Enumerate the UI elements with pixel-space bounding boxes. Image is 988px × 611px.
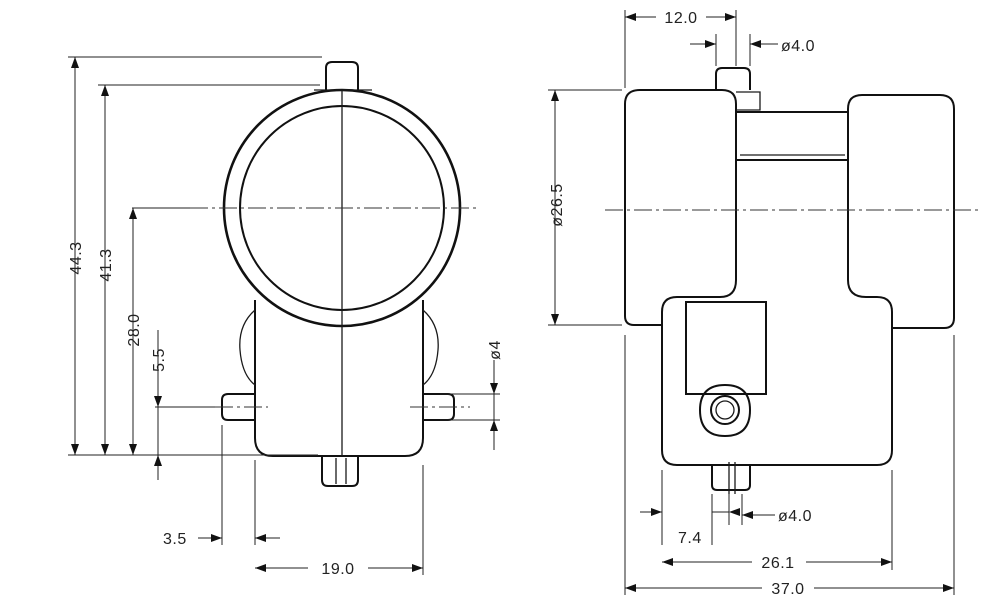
front-top-pin [325,61,359,90]
dim-top-pin-diameter: ø4.0 [781,38,815,55]
dim-body-width: 19.0 [321,561,354,578]
dim-bottom-pin-diameter: ø4.0 [778,508,812,525]
dim-height-ring: 41.3 [98,248,115,281]
dim-top-offset: 12.0 [664,10,697,27]
front-view-dimensions: 44.3 41.3 28.0 5.5 ø4 3.5 [68,56,504,578]
side-bottom-pin [711,465,751,491]
side-view-dimensions: 12.0 ø4.0 ø26.5 ø4.0 7.4 [548,10,955,598]
dim-base-width: 26.1 [761,555,794,572]
dim-overall-width: 37.0 [771,581,804,598]
front-view [132,61,480,487]
dim-pin-length: 3.5 [163,531,187,548]
dim-center-height: 28.0 [126,313,143,346]
side-boss-hole [710,395,740,425]
front-body-left-lobe [239,309,256,386]
front-bottom-pin [321,456,359,487]
front-body [254,300,424,457]
dim-bore-diameter: ø26.5 [549,183,566,226]
side-window [685,301,767,395]
side-base [661,325,893,466]
dim-pin-diameter: ø4 [487,340,504,360]
dim-bottom-pin-offset: 7.4 [678,530,702,547]
side-left-block [624,89,737,326]
side-top-pin [715,67,751,90]
side-boss [698,383,752,438]
dim-pin-height: 5.5 [151,348,168,372]
front-body-right-lobe [422,309,439,386]
side-right-block [847,94,955,329]
dim-height-total: 44.3 [68,241,85,274]
side-view [605,67,978,494]
